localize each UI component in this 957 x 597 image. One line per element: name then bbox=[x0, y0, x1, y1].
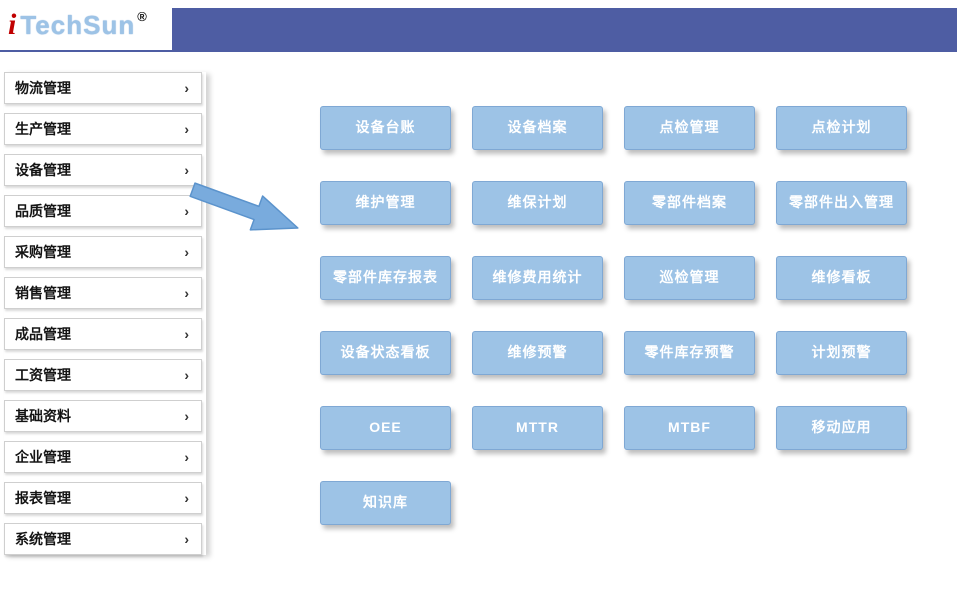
sidebar-item-reports[interactable]: 报表管理 › bbox=[4, 482, 202, 514]
chevron-right-icon: › bbox=[184, 408, 189, 424]
tile-repair-alert[interactable]: 维修预警 bbox=[472, 331, 603, 375]
sidebar-item-finished-goods[interactable]: 成品管理 › bbox=[4, 318, 202, 350]
tile-repair-cost-statistics[interactable]: 维修费用统计 bbox=[472, 256, 603, 300]
sidebar-item-enterprise[interactable]: 企业管理 › bbox=[4, 441, 202, 473]
sidebar-item-master-data[interactable]: 基础资料 › bbox=[4, 400, 202, 432]
sidebar-item-label: 品质管理 bbox=[15, 203, 71, 219]
tile-mttr[interactable]: MTTR bbox=[472, 406, 603, 450]
logo-i-mark: i bbox=[8, 8, 17, 41]
sidebar-item-production[interactable]: 生产管理 › bbox=[4, 113, 202, 145]
tile-plan-alert[interactable]: 计划预警 bbox=[776, 331, 907, 375]
sidebar-item-equipment[interactable]: 设备管理 › bbox=[4, 154, 202, 186]
sidebar-menu: 物流管理 › 生产管理 › 设备管理 › 品质管理 › 采购管理 › 销售管理 … bbox=[4, 72, 206, 555]
chevron-right-icon: › bbox=[184, 367, 189, 383]
sidebar-item-quality[interactable]: 品质管理 › bbox=[4, 195, 202, 227]
tile-equipment-status-board[interactable]: 设备状态看板 bbox=[320, 331, 451, 375]
sidebar-item-system[interactable]: 系统管理 › bbox=[4, 523, 202, 555]
chevron-right-icon: › bbox=[184, 203, 189, 219]
tile-parts-archive[interactable]: 零部件档案 bbox=[624, 181, 755, 225]
chevron-right-icon: › bbox=[184, 285, 189, 301]
tile-repair-board[interactable]: 维修看板 bbox=[776, 256, 907, 300]
tile-parts-in-out-management[interactable]: 零部件出入管理 bbox=[776, 181, 907, 225]
sidebar-item-payroll[interactable]: 工资管理 › bbox=[4, 359, 202, 391]
sidebar-item-label: 工资管理 bbox=[15, 367, 71, 383]
sidebar-item-sales[interactable]: 销售管理 › bbox=[4, 277, 202, 309]
sidebar-item-label: 物流管理 bbox=[15, 80, 71, 96]
module-tile-grid: 设备台账 设备档案 点检管理 点检计划 维护管理 维保计划 零部件档案 零部件出… bbox=[320, 106, 910, 525]
tile-equipment-archive[interactable]: 设备档案 bbox=[472, 106, 603, 150]
chevron-right-icon: › bbox=[184, 121, 189, 137]
sidebar-item-label: 报表管理 bbox=[15, 490, 71, 506]
tile-oee[interactable]: OEE bbox=[320, 406, 451, 450]
sidebar-item-label: 企业管理 bbox=[15, 449, 71, 465]
sidebar-item-label: 设备管理 bbox=[15, 162, 71, 178]
sidebar-item-purchasing[interactable]: 采购管理 › bbox=[4, 236, 202, 268]
tile-mtbf[interactable]: MTBF bbox=[624, 406, 755, 450]
chevron-right-icon: › bbox=[184, 490, 189, 506]
tile-parts-stock-report[interactable]: 零部件库存报表 bbox=[320, 256, 451, 300]
chevron-right-icon: › bbox=[184, 326, 189, 342]
tile-mobile-app[interactable]: 移动应用 bbox=[776, 406, 907, 450]
sidebar-item-label: 采购管理 bbox=[15, 244, 71, 260]
sidebar-item-label: 基础资料 bbox=[15, 408, 71, 424]
registered-trademark-icon: ® bbox=[137, 8, 147, 24]
chevron-right-icon: › bbox=[184, 162, 189, 178]
tile-equipment-ledger[interactable]: 设备台账 bbox=[320, 106, 451, 150]
chevron-right-icon: › bbox=[184, 80, 189, 96]
tile-parts-stock-alert[interactable]: 零件库存预警 bbox=[624, 331, 755, 375]
chevron-right-icon: › bbox=[184, 531, 189, 547]
logo-brand-text: TechSun bbox=[20, 9, 136, 40]
sidebar-item-label: 生产管理 bbox=[15, 121, 71, 137]
sidebar-item-logistics[interactable]: 物流管理 › bbox=[4, 72, 202, 104]
sidebar-item-label: 系统管理 bbox=[15, 531, 71, 547]
tile-knowledge-base[interactable]: 知识库 bbox=[320, 481, 451, 525]
tile-maintenance-management[interactable]: 维护管理 bbox=[320, 181, 451, 225]
tile-spot-check-management[interactable]: 点检管理 bbox=[624, 106, 755, 150]
logo: i TechSun ® bbox=[0, 0, 172, 50]
chevron-right-icon: › bbox=[184, 449, 189, 465]
tile-spot-check-plan[interactable]: 点检计划 bbox=[776, 106, 907, 150]
tile-patrol-inspection[interactable]: 巡检管理 bbox=[624, 256, 755, 300]
sidebar-item-label: 成品管理 bbox=[15, 326, 71, 342]
chevron-right-icon: › bbox=[184, 244, 189, 260]
tile-maintenance-plan[interactable]: 维保计划 bbox=[472, 181, 603, 225]
sidebar-item-label: 销售管理 bbox=[15, 285, 71, 301]
